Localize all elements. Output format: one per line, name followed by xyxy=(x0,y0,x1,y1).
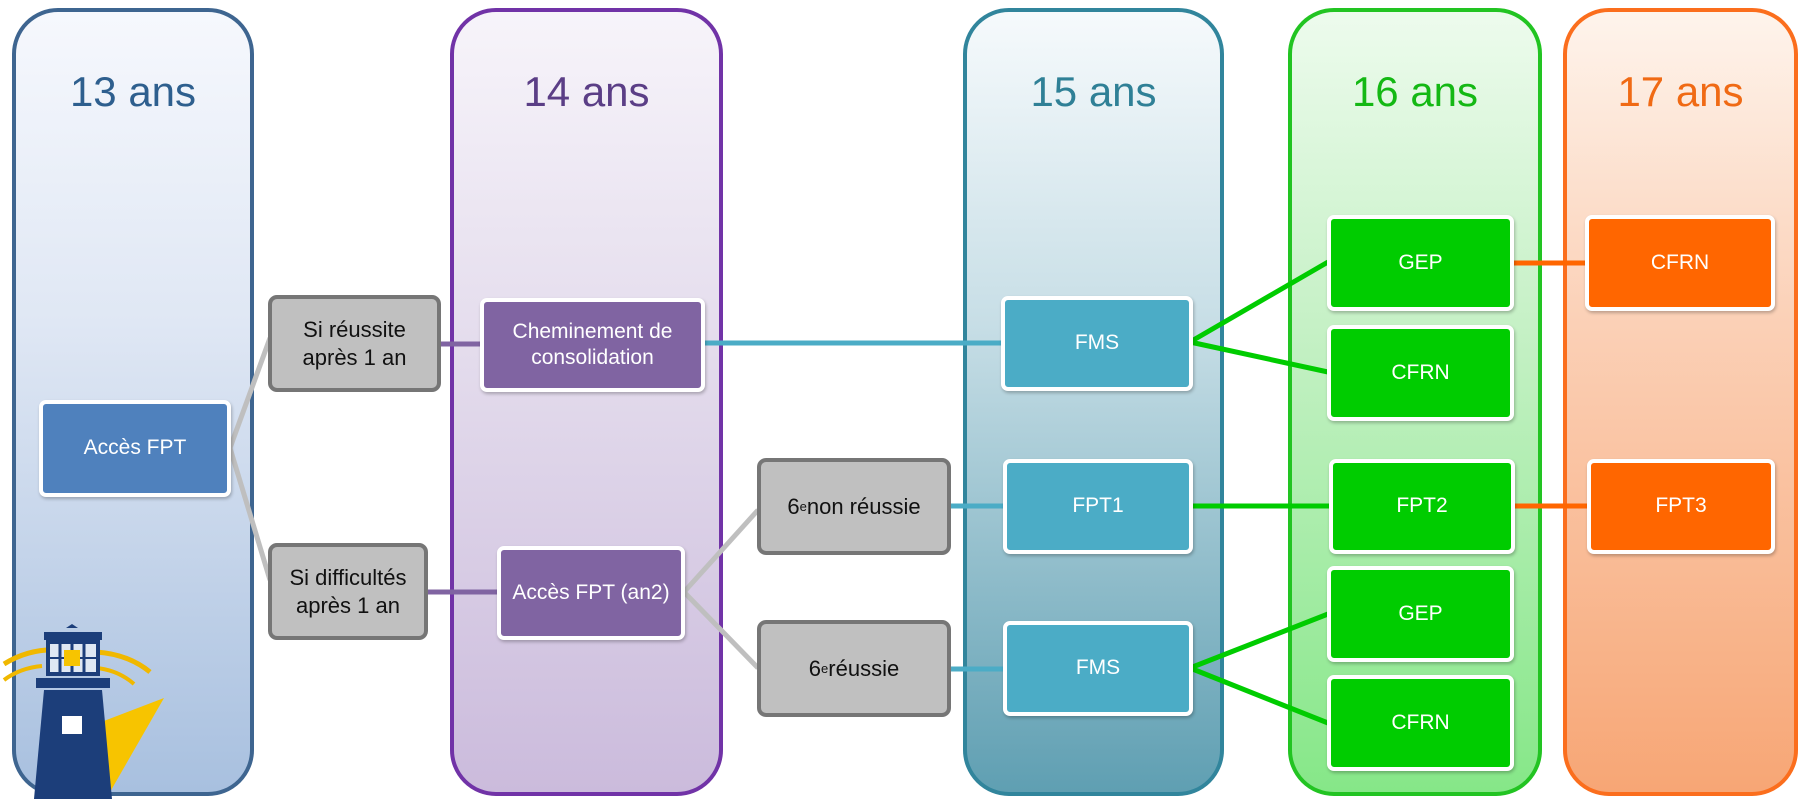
node-acces-fpt: Accès FPT xyxy=(39,400,231,497)
node-fms-top: FMS xyxy=(1001,296,1193,391)
node-si-difficultes: Si difficultés après 1 an xyxy=(268,543,428,640)
node-cfrn-17: CFRN xyxy=(1585,215,1775,311)
column-title-14: 14 ans xyxy=(523,68,650,115)
column-17-ans: 17 ans xyxy=(1563,8,1798,796)
node-sixieme-reussie-suffix: réussie xyxy=(828,655,900,681)
connector-acces-reussite xyxy=(227,337,273,449)
column-title-15: 15 ans xyxy=(1030,68,1157,115)
column-title-17: 17 ans xyxy=(1617,68,1744,115)
lighthouse-icon xyxy=(2,624,164,799)
node-gep-bottom: GEP xyxy=(1327,566,1514,662)
connector-fms-gep-top xyxy=(1188,259,1330,345)
connector-acces-difficultes xyxy=(227,447,273,581)
column-14-ans: 14 ans xyxy=(450,8,723,796)
column-title-13: 13 ans xyxy=(69,68,197,115)
node-si-reussite: Si réussite après 1 an xyxy=(268,295,441,392)
node-sixieme-non-reussie-prefix: 6 xyxy=(787,493,800,519)
node-cfrn-bottom: CFRN xyxy=(1327,675,1514,771)
node-sixieme-non-reussie-suffix: non réussie xyxy=(806,493,921,519)
node-fpt2: FPT2 xyxy=(1329,459,1515,554)
node-cfrn-top: CFRN xyxy=(1327,325,1514,421)
connector-fms-cfrn-bottom xyxy=(1189,665,1329,726)
node-fpt1: FPT1 xyxy=(1003,459,1193,554)
node-sixieme-reussie-prefix: 6 xyxy=(808,655,822,681)
node-gep-top: GEP xyxy=(1327,215,1514,311)
connector-fms-gep-bottom xyxy=(1189,611,1329,671)
connector-an2-non-reussie xyxy=(682,508,760,594)
node-fpt3: FPT3 xyxy=(1587,459,1775,554)
column-title-16: 16 ans xyxy=(1351,68,1479,115)
node-cheminement-consolidation: Cheminement de consolidation xyxy=(480,298,705,392)
node-fms-bottom: FMS xyxy=(1003,621,1193,716)
connector-an2-reussie xyxy=(682,590,760,670)
node-acces-fpt-an2: Accès FPT (an2) xyxy=(497,546,685,640)
connector-fms-cfrn-top xyxy=(1189,339,1329,375)
